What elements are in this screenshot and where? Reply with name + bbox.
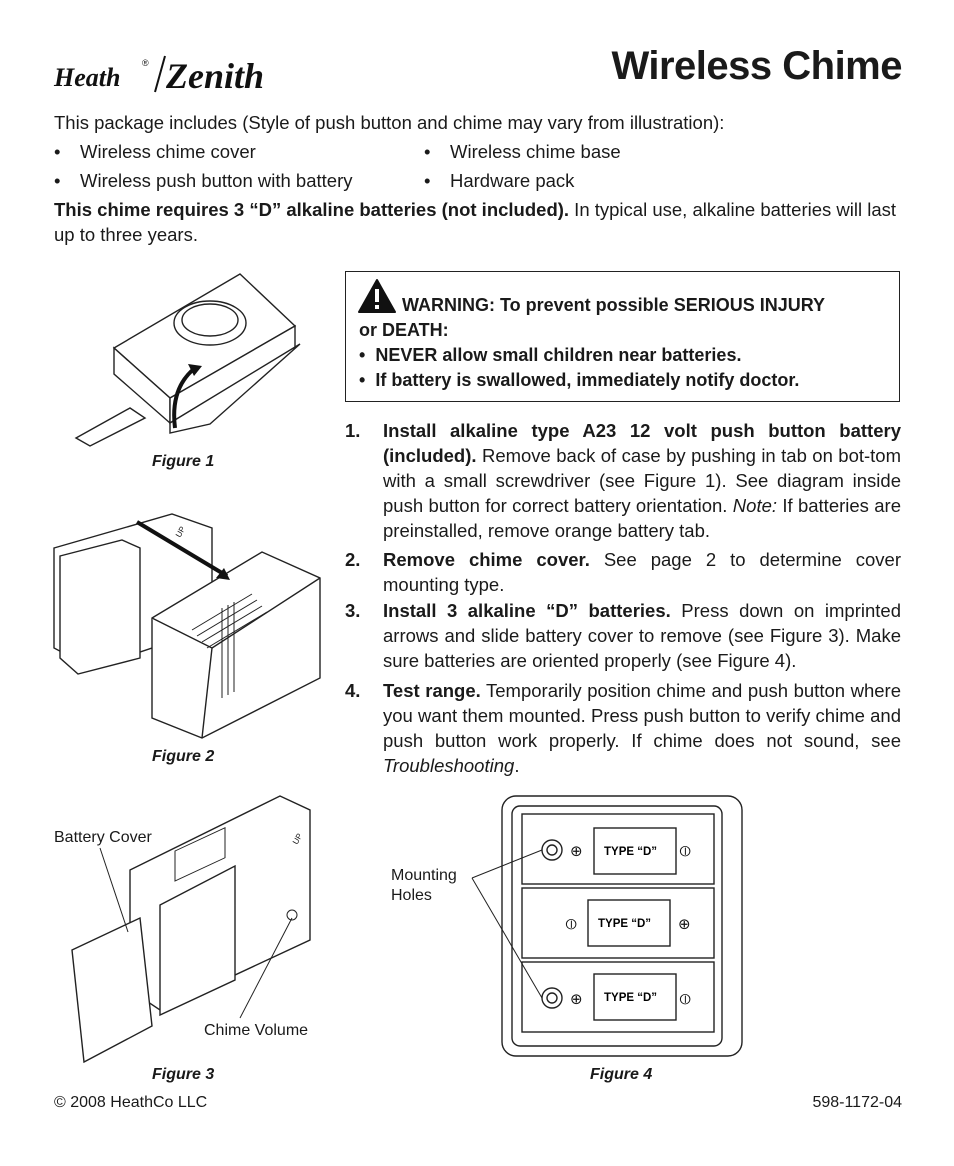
warning-box [345, 271, 900, 402]
copyright: © 2008 HeathCo LLC [54, 1094, 208, 1111]
figure-3-caption: Figure 3 [152, 1066, 215, 1083]
chime-volume-label: Chime Volume [204, 1022, 309, 1039]
figure-4-caption: Figure 4 [590, 1066, 653, 1083]
svg-text:⊕: ⊕ [570, 990, 583, 1008]
part-number: 598-1172-04 [812, 1094, 902, 1111]
figure-2-chime-cover-illustration: UP [53, 513, 321, 739]
battery-requirement-note: This chime requires 3 “D” alkaline batte… [54, 199, 897, 245]
figure-1-push-button-illustration [74, 273, 301, 447]
warning-item: • NEVER allow small children near batter… [359, 345, 742, 365]
battery-label-1: TYPE “D” [604, 846, 657, 858]
svg-text:⦶: ⦶ [680, 990, 691, 1008]
logo-registered-mark: ® [142, 58, 149, 68]
package-item: •Wireless chime base [424, 141, 621, 162]
figure-3-battery-cover-illustration: UP [71, 795, 311, 1064]
figure-2-caption: Figure 2 [152, 748, 215, 765]
battery-cover-label: Battery Cover [54, 829, 152, 846]
warning-heading-2: or DEATH: [359, 320, 449, 340]
logo-zenith-text: Zenith [165, 56, 264, 96]
figure-4-battery-compartment-illustration: ⊕ ⦶ ⦶ ⊕ ⊕ ⦶ TYPE “D” TYPE “D” TYPE “D” [471, 795, 743, 1057]
package-item: •Wireless push button with battery [54, 170, 353, 191]
svg-text:⊕: ⊕ [570, 842, 583, 860]
step-4: 4. Test range. Temporarily position chim… [345, 680, 901, 776]
logo-heath-text: Heath [53, 63, 120, 92]
svg-text:⦶: ⦶ [680, 842, 691, 860]
warning-heading: WARNING: To prevent possible SERIOUS INJ… [402, 295, 826, 315]
heath-zenith-logo: Heath ® Zenith [53, 52, 304, 96]
page-title: Wireless Chime [611, 44, 902, 88]
warning-item: • If battery is swallowed, immediately n… [359, 370, 800, 390]
battery-label-2: TYPE “D” [598, 918, 651, 930]
battery-label-3: TYPE “D” [604, 992, 657, 1004]
package-item: •Wireless chime cover [54, 141, 256, 162]
mounting-holes-label: Mounting Holes [391, 867, 457, 904]
warning-triangle-icon [358, 279, 396, 313]
step-3: 3. Install 3 alkaline “D” batteries. Pre… [345, 600, 901, 671]
step-2: 2. Remove chime cover. See page 2 to det… [345, 549, 901, 595]
svg-text:⦶: ⦶ [566, 915, 577, 933]
figure-1-caption: Figure 1 [152, 453, 215, 470]
intro-text: This package includes (Style of push but… [54, 112, 725, 133]
step-1: 1. Install alkaline type A23 12 volt pus… [345, 420, 901, 541]
package-item: •Hardware pack [424, 170, 575, 191]
svg-text:⊕: ⊕ [678, 915, 691, 933]
